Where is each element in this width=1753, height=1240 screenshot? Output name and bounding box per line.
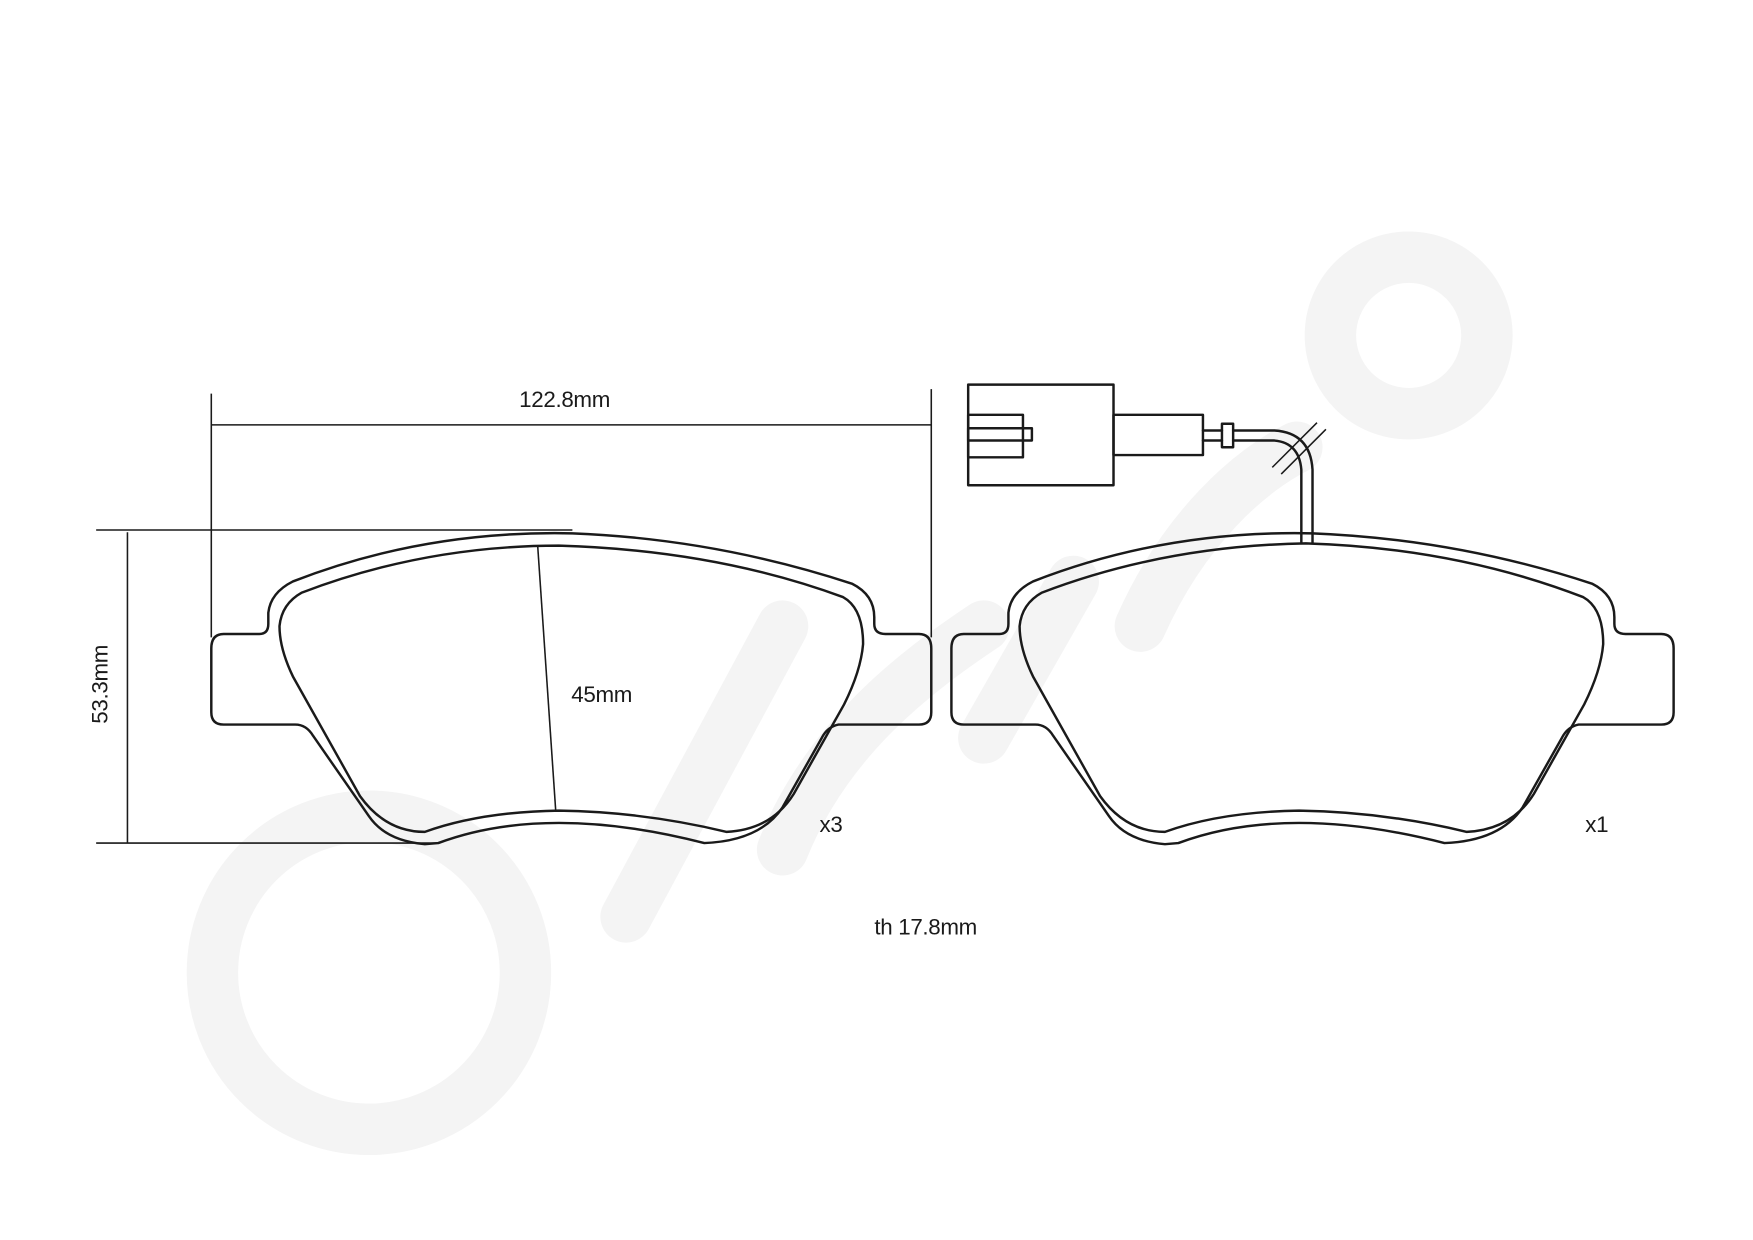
brake-pad-right: x1 (950, 531, 1675, 846)
width-dimension-label: 122.8mm (519, 387, 610, 412)
height-dimension-label: 53.3mm (87, 645, 112, 724)
quantity-label-right: x1 (1585, 812, 1608, 837)
quantity-label-left: x3 (819, 812, 842, 837)
wear-sensor (966, 383, 1327, 545)
sensor-connector-pin (966, 427, 1034, 442)
sensor-connector-pin-slot (966, 413, 1025, 459)
wire-break-mark (1271, 422, 1318, 468)
wire-break-mark (1280, 428, 1327, 475)
width-dimension: 122.8mm (210, 387, 933, 638)
sensor-strain-relief (1112, 413, 1205, 457)
brake-pad-left: 45mm x3 (210, 531, 933, 846)
thickness-label: th 17.8mm (874, 915, 977, 940)
friction-height-label: 45mm (571, 682, 632, 707)
sensor-crimp (1220, 422, 1235, 449)
sensor-connector-housing (966, 383, 1115, 487)
height-dimension: 53.3mm (87, 529, 573, 844)
